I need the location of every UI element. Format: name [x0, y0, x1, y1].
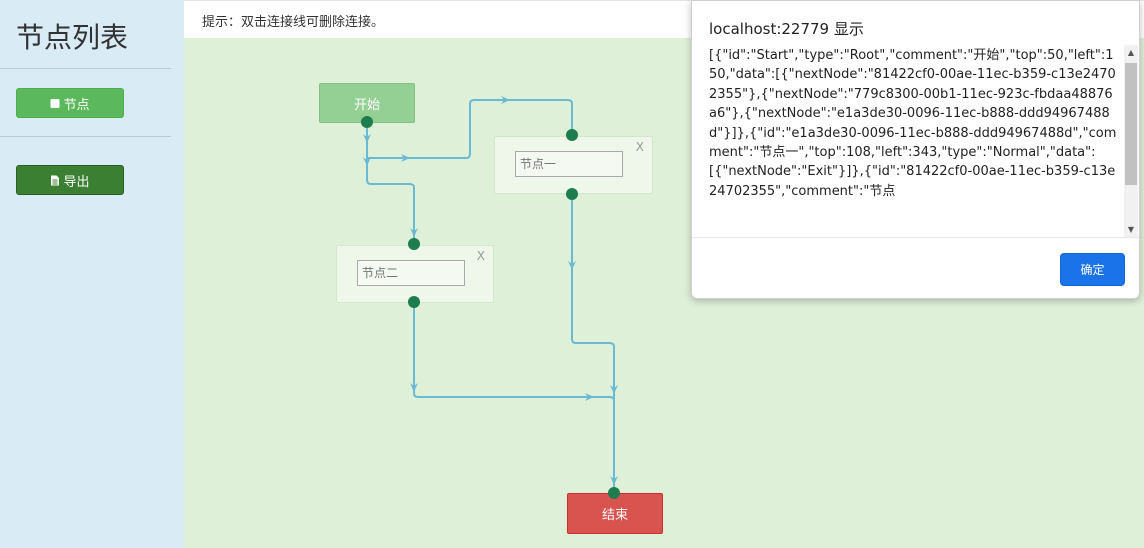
node-2-input[interactable] — [357, 260, 465, 286]
sidebar-title: 节点列表 — [16, 21, 129, 54]
arrow-marker — [568, 261, 576, 270]
end-node[interactable]: 结束 — [567, 493, 663, 534]
hint-text: 提示：双击连接线可删除连接。 — [202, 15, 385, 30]
arrow-marker — [410, 383, 418, 392]
arrow-marker — [363, 157, 371, 166]
start-node-label: 开始 — [353, 97, 380, 113]
ok-button-label: 确定 — [1080, 263, 1105, 277]
node-1-input[interactable] — [515, 151, 623, 177]
start-node[interactable]: 开始 — [319, 83, 415, 123]
dialog-scroll-thumb[interactable] — [1125, 63, 1137, 185]
document-icon — [51, 175, 60, 185]
arrow-marker — [501, 96, 510, 104]
connector-start-to-node2[interactable] — [366, 122, 415, 244]
add-node-button[interactable]: 节点 — [16, 88, 124, 118]
alert-dialog: localhost:22779 显示 [{"id":"Start","type"… — [691, 0, 1140, 299]
sidebar-divider — [0, 136, 171, 137]
flow-node-1[interactable]: X — [494, 136, 653, 194]
dialog-title: localhost:22779 显示 — [709, 20, 864, 38]
end-node-label: 结束 — [601, 508, 628, 523]
arrow-marker — [610, 385, 618, 394]
arrow-marker — [585, 393, 594, 401]
node-1-close-button[interactable]: X — [635, 140, 644, 154]
add-node-label: 节点 — [63, 97, 90, 113]
sidebar: 节点列表 节点 导出 — [0, 0, 184, 548]
arrow-marker — [410, 228, 418, 237]
scroll-down-icon[interactable]: ▼ — [1127, 225, 1135, 234]
export-button[interactable]: 导出 — [16, 165, 124, 195]
sidebar-divider — [0, 68, 171, 69]
dialog-divider — [692, 237, 1139, 238]
connector-node1-to-end[interactable] — [571, 194, 615, 493]
connector-node2-to-end[interactable] — [413, 302, 615, 493]
ok-button[interactable]: 确定 — [1060, 253, 1125, 286]
dialog-message: [{"id":"Start","type":"Root","comment":"… — [709, 48, 1117, 199]
export-label: 导出 — [63, 174, 90, 190]
connector-start-to-node1[interactable] — [366, 99, 573, 159]
arrow-marker — [610, 476, 618, 485]
node-2-close-button[interactable]: X — [476, 249, 485, 263]
square-icon — [50, 98, 60, 108]
scroll-up-icon[interactable]: ▲ — [1127, 48, 1135, 57]
arrow-marker — [401, 154, 410, 162]
arrow-marker — [363, 134, 371, 143]
flow-node-2[interactable]: X — [336, 245, 494, 303]
connections-layer — [363, 96, 618, 493]
